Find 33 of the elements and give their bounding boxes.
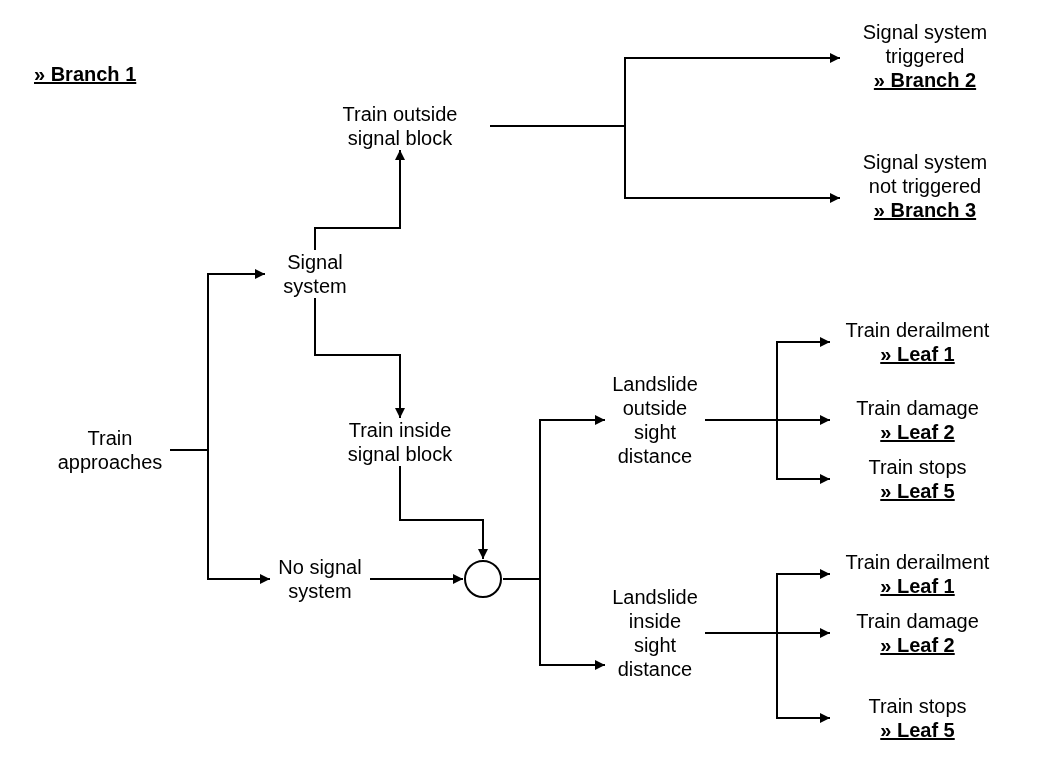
- link: » Leaf 2: [880, 633, 955, 657]
- arrow: [704, 632, 831, 723]
- node-label: Signal system triggered: [861, 20, 989, 68]
- node-label: Train derailment: [845, 550, 990, 574]
- arrow: [704, 419, 831, 484]
- node-label: Train inside signal block: [346, 418, 454, 466]
- link: » Leaf 5: [880, 718, 955, 742]
- node-label: Train damage: [856, 396, 979, 420]
- link: » Branch 3: [873, 198, 977, 222]
- node-label: Signal system: [282, 250, 348, 298]
- link: » Branch 2: [873, 68, 977, 92]
- node-label: Train stops: [868, 694, 967, 718]
- node-label: Train approaches: [56, 426, 164, 474]
- arrow: [489, 125, 841, 203]
- node-label: Train stops: [868, 455, 967, 479]
- link: » Leaf 5: [880, 479, 955, 503]
- link: » Leaf 1: [880, 574, 955, 598]
- arrow: [369, 574, 464, 584]
- link: » Branch 1: [34, 62, 137, 86]
- node-label: Train outside signal block: [341, 102, 459, 150]
- node-label: Train damage: [856, 609, 979, 633]
- node-label: Landslide outside sight distance: [611, 372, 699, 468]
- node-label: Train derailment: [845, 318, 990, 342]
- link: » Leaf 1: [880, 342, 955, 366]
- node-label: No signal system: [277, 555, 363, 603]
- arrow: [314, 297, 405, 419]
- arrow: [169, 449, 271, 584]
- arrow: [314, 149, 405, 251]
- arrow: [502, 578, 606, 670]
- link: » Leaf 2: [880, 420, 955, 444]
- arrow: [399, 465, 488, 560]
- node-label: Landslide inside sight distance: [611, 585, 699, 681]
- node-label: Signal system not triggered: [861, 150, 989, 198]
